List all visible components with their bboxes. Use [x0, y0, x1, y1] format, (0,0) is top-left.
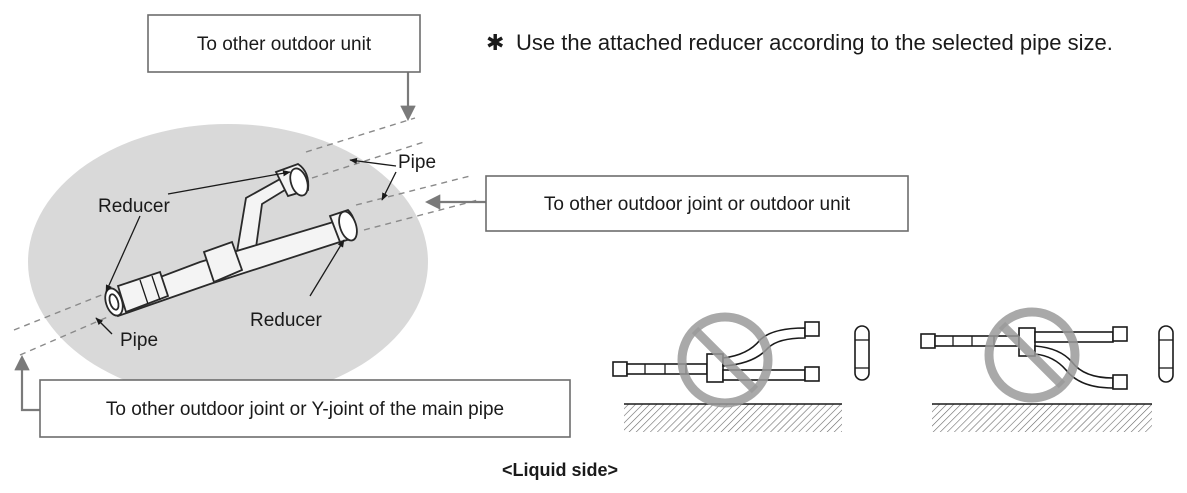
label-to-other-outdoor-unit: To other outdoor unit [197, 34, 372, 55]
caption-liquid-side: <Liquid side> [502, 460, 618, 480]
prohibited-example-2 [920, 307, 1174, 432]
box-to-outdoor-joint-or-yjoint: To other outdoor joint or Y-joint of the… [39, 379, 571, 438]
prohibited-example-1 [612, 312, 870, 432]
leader-reducer-lower [309, 239, 345, 297]
dashed-pipe-right [355, 175, 479, 231]
dashed-pipe-upper [305, 117, 425, 179]
label-pipe-lower: Pipe [120, 330, 158, 351]
prohibition-sign-icon-2 [984, 307, 1080, 403]
note-text: Use the attached reducer according to th… [516, 30, 1113, 55]
box-to-outdoor-joint-or-unit: To other outdoor joint or outdoor unit [485, 175, 909, 232]
label-reducer-lower: Reducer [250, 310, 322, 331]
label-to-outdoor-joint-or-yjoint: To other outdoor joint or Y-joint of the… [106, 399, 504, 420]
prohibition-sign-icon [677, 312, 773, 408]
note-asterisk-icon: ✱ [486, 30, 504, 55]
label-to-outdoor-joint-or-unit: To other outdoor joint or outdoor unit [544, 194, 851, 215]
leader-pipe-lower [95, 317, 113, 335]
y-branch-pipe [104, 162, 358, 318]
leader-pipe-upper-b [381, 171, 397, 201]
leader-pipe-upper-a [349, 157, 397, 167]
leader-reducer-left [105, 215, 141, 293]
dashed-pipe-lower [13, 293, 111, 356]
label-reducer-upper: Reducer [98, 196, 170, 217]
box-to-other-outdoor-unit: To other outdoor unit [147, 14, 421, 73]
leader-reducer-upper [167, 170, 291, 195]
arrow-to-y-joint [14, 354, 40, 412]
label-pipe-upper: Pipe [398, 152, 436, 173]
